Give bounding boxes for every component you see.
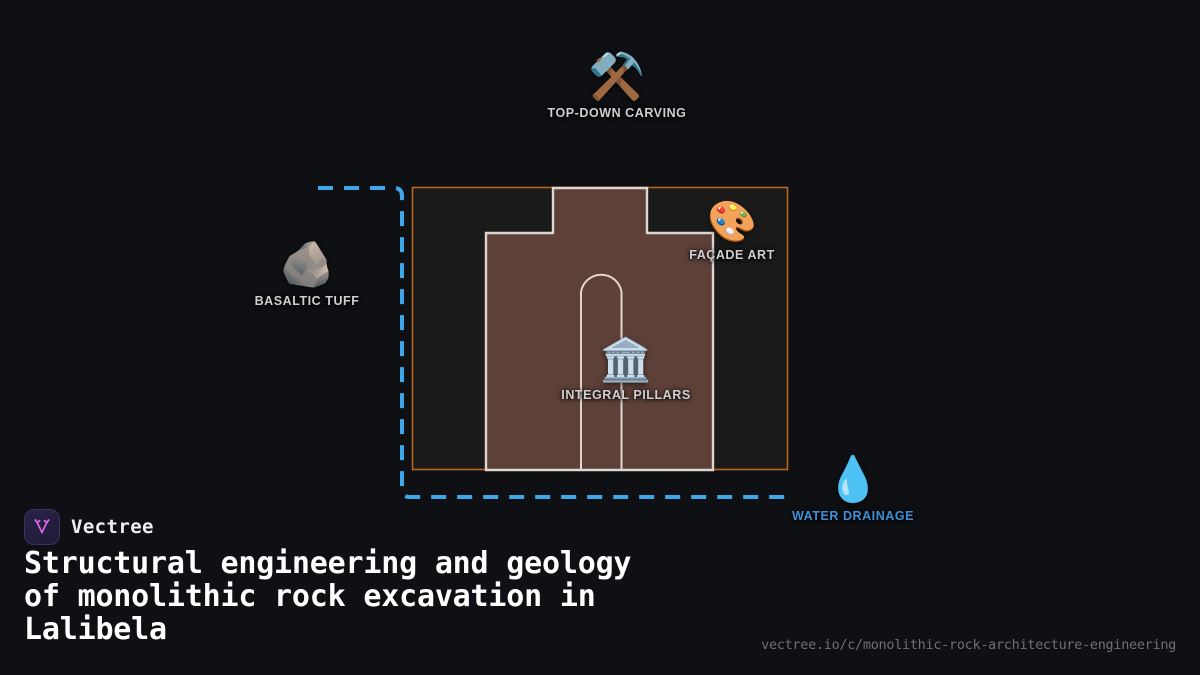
annotation-top-down-carving[interactable]: ⚒️ TOP-DOWN CARVING <box>517 50 717 120</box>
hammer-and-pick-icon: ⚒️ <box>588 50 646 102</box>
annotation-water-drainage[interactable]: 💧 WATER DRAINAGE <box>753 455 953 524</box>
page-title: Structural engineering and geology of mo… <box>24 546 632 647</box>
brand-name: Vectree <box>71 516 154 538</box>
source-url[interactable]: vectree.io/c/monolithic-rock-architectur… <box>761 637 1176 653</box>
annotation-label: FAÇADE ART <box>689 248 775 262</box>
annotation-label: WATER DRAINAGE <box>791 509 915 523</box>
droplet-icon: 💧 <box>825 455 881 504</box>
annotation-label: TOP-DOWN CARVING <box>547 106 687 120</box>
entrance-arch <box>580 273 623 470</box>
annotation-label: INTEGRAL PILLARS <box>561 388 691 402</box>
rock-icon: 🪨 <box>279 240 335 289</box>
annotation-label: BASALTIC TUFF <box>254 294 360 308</box>
monolith-church-shape <box>484 186 715 472</box>
artist-palette-icon: 🎨 <box>707 200 757 244</box>
vectree-logo-icon <box>24 509 60 545</box>
annotation-integral-pillars[interactable]: 🏛️ INTEGRAL PILLARS <box>526 336 726 403</box>
annotation-facade-art[interactable]: 🎨 FAÇADE ART <box>632 200 832 262</box>
drainage-trench-line[interactable] <box>318 186 790 499</box>
classical-building-icon: 🏛️ <box>599 336 653 383</box>
annotation-basaltic-tuff[interactable]: 🪨 BASALTIC TUFF <box>207 240 407 309</box>
footer: Vectree Structural engineering and geolo… <box>0 505 1200 675</box>
brand-lockup[interactable]: Vectree <box>24 509 154 545</box>
